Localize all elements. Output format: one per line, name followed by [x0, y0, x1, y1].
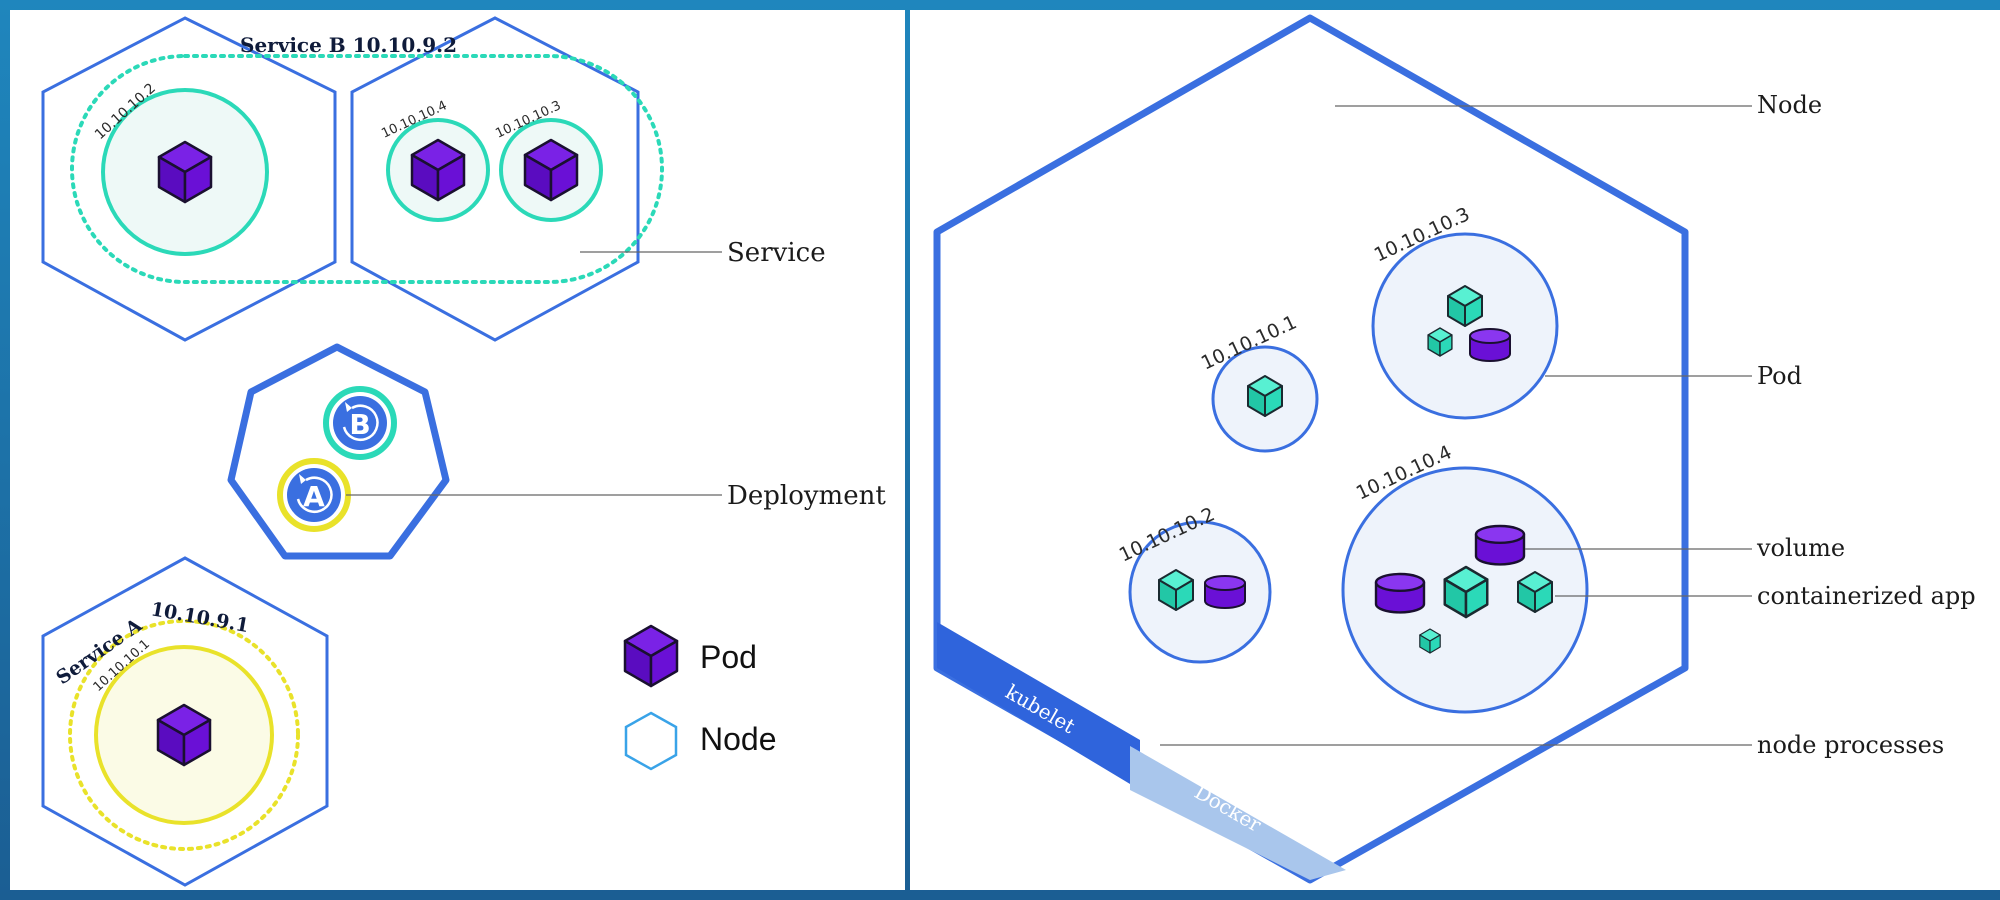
- badge-a-letter: A: [303, 480, 325, 513]
- service-callout: Service: [727, 238, 826, 268]
- volume-callout: volume: [1756, 534, 1845, 562]
- deployment-callout: Deployment: [727, 481, 886, 511]
- containerized-app-callout: containerized app: [1757, 582, 1976, 610]
- service-b-label: Service B 10.10.9.2: [240, 33, 457, 57]
- volume-cylinder-icon: [1374, 572, 1426, 614]
- volume-cylinder-icon: [1469, 328, 1511, 362]
- node-hexagon-1: [41, 16, 337, 342]
- arrow-head-icon: [299, 474, 306, 484]
- legend-node-label: Node: [700, 721, 777, 757]
- container-cube-icon: [1247, 375, 1283, 417]
- node-hexagon-3: [41, 556, 329, 887]
- container-cube-icon: [1517, 571, 1553, 613]
- container-cube-icon: [1427, 327, 1453, 357]
- container-cube-icon: [1447, 285, 1483, 327]
- volume-cylinder-icon: [1204, 575, 1246, 609]
- pod-callout: Pod: [1757, 362, 1802, 390]
- service-b-boundary: [70, 54, 664, 284]
- node-hexagon-2: [350, 16, 640, 342]
- node-processes-callout: node processes: [1757, 731, 1944, 759]
- deployment-heptagon: [227, 343, 450, 560]
- container-cube-icon: [1443, 565, 1489, 619]
- pod-circle: [1128, 520, 1272, 664]
- badge-b-letter: B: [349, 408, 370, 441]
- kubelet-bar: [937, 622, 1140, 790]
- refresh-arc-icon: [296, 476, 333, 513]
- node-callout: Node: [1757, 91, 1822, 119]
- container-cube-icon: [1158, 569, 1194, 611]
- docker-bar: [1130, 746, 1346, 880]
- volume-cylinder-icon: [1474, 524, 1526, 566]
- legend-pod-label: Pod: [700, 639, 757, 675]
- container-cube-icon: [1419, 628, 1441, 654]
- refresh-arc-icon: [342, 404, 379, 441]
- legend-node-icon: [624, 711, 678, 771]
- service-a-boundary: [68, 619, 300, 851]
- arrow-head-icon: [345, 402, 352, 412]
